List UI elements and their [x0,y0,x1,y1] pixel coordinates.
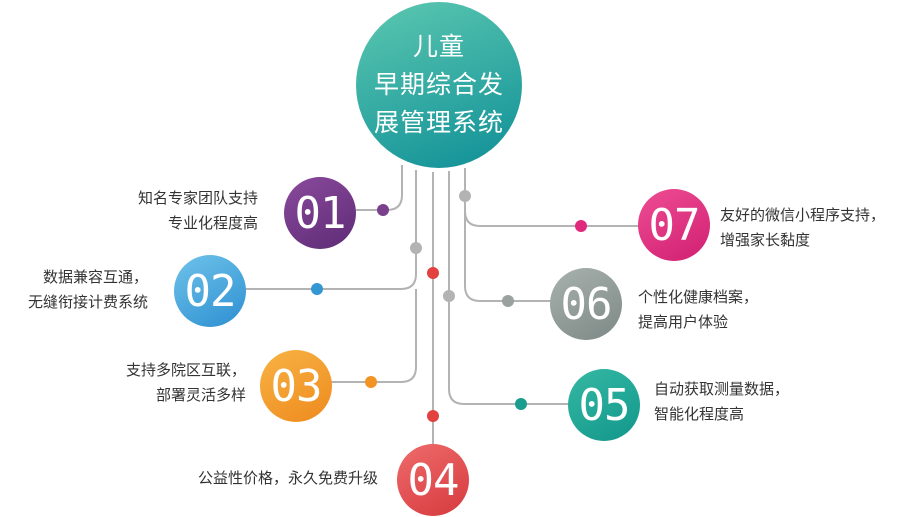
feature-line: 友好的微信小程序支持， [720,206,886,224]
junction-dot [459,190,471,202]
feature-text-07: 友好的微信小程序支持， 增强家长黏度 [720,203,885,253]
node-number: 06 [560,278,613,330]
feature-line: 部署灵活多样 [155,386,246,404]
dot-05 [515,398,527,410]
wire-05 [448,171,570,405]
feature-text-05: 自动获取测量数据， 智能化程度高 [654,377,789,427]
feature-line: 提高用户体验 [638,313,729,331]
feature-node-05: 05 [568,369,640,441]
node-number: 01 [294,187,347,239]
dot-04-upper [427,267,439,279]
feature-line: 增强家长黏度 [720,231,811,249]
node-number: 02 [184,265,237,317]
feature-line: 数据兼容互通， [42,268,148,286]
feature-text-03: 支持多院区互联， 部署灵活多样 [126,358,246,408]
feature-node-06: 06 [550,268,622,340]
node-number: 04 [407,454,460,506]
feature-line: 公益性价格，永久免费升级 [197,469,378,487]
junction-dot [443,290,455,302]
hub-title-line: 早期综合发 [373,70,504,99]
feature-line: 自动获取测量数据， [654,380,790,398]
dot-06 [502,295,514,307]
wire-06 [464,168,552,302]
hub-title-line: 儿童 [412,32,465,61]
dot-03 [365,376,377,388]
feature-node-03: 03 [260,350,332,422]
dot-04-lower [427,410,439,422]
feature-text-02: 数据兼容互通， 无缝衔接计费系统 [28,265,148,315]
hub-circle: 儿童 早期综合发 展管理系统 [356,2,522,168]
node-number: 07 [648,199,701,251]
dot-02 [311,283,323,295]
wire-02 [245,170,417,290]
feature-line: 个性化健康档案， [638,288,759,306]
feature-line: 支持多院区互联， [125,361,246,379]
feature-text-01: 知名专家团队支持 专业化程度高 [138,186,258,236]
wire-07 [464,196,640,227]
feature-line: 专业化程度高 [167,214,258,232]
node-number: 05 [578,379,631,431]
wire-03 [330,289,417,383]
hub-title-line: 展管理系统 [373,108,504,137]
feature-text-06: 个性化健康档案， 提高用户体验 [638,285,758,335]
feature-node-04: 04 [397,444,469,516]
feature-node-01: 01 [284,177,356,249]
feature-node-02: 02 [174,255,246,327]
wire-01 [356,165,403,211]
dot-07 [575,220,587,232]
feature-text-04: 公益性价格，永久免费升级 [198,466,378,491]
feature-line: 智能化程度高 [654,405,745,423]
junction-dot [410,242,422,254]
dot-01 [377,204,389,216]
feature-line: 无缝衔接计费系统 [27,293,148,311]
feature-line: 知名专家团队支持 [137,189,258,207]
feature-node-07: 07 [638,189,710,261]
node-number: 03 [270,360,323,412]
